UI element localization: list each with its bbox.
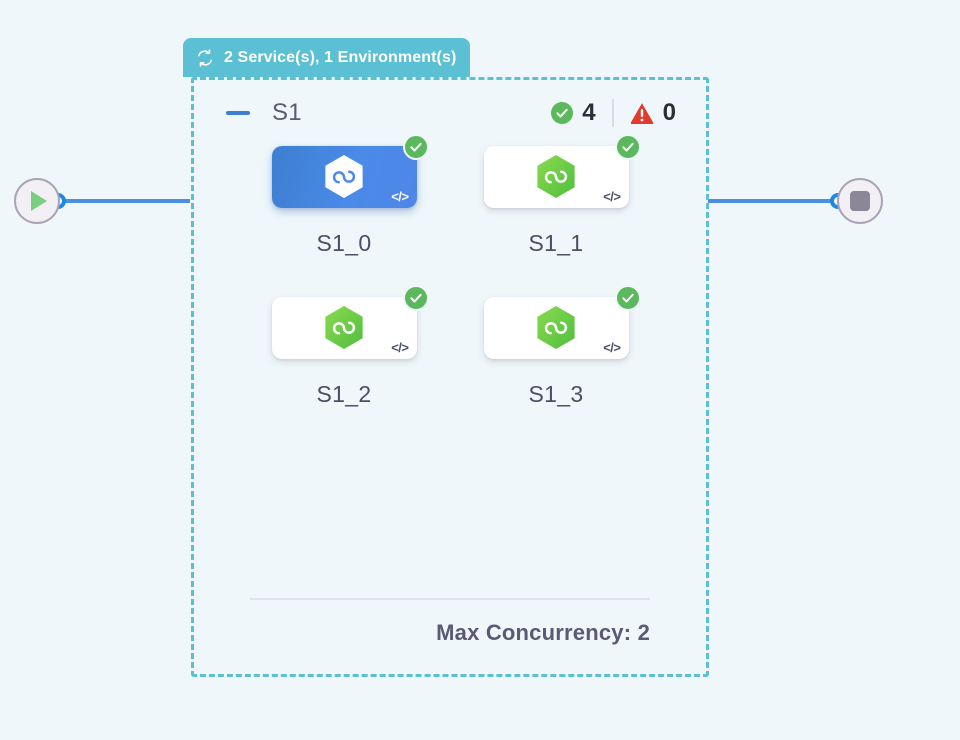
node-s1-3[interactable]: </> S1_3: [450, 285, 662, 408]
connector-line-end: [708, 199, 840, 203]
minus-icon[interactable]: [226, 111, 250, 115]
node-label: S1_2: [316, 381, 372, 407]
success-status: 4: [551, 99, 596, 127]
service-group-container: S1 4 0: [191, 77, 709, 677]
hexagon-loop-icon: [325, 306, 363, 349]
start-node[interactable]: [14, 178, 60, 224]
node-card[interactable]: </>: [483, 134, 641, 208]
group-title-row: S1 4 0: [194, 80, 706, 146]
node-grid: </> S1_0: [194, 134, 706, 408]
footer-divider: [250, 598, 650, 600]
node-s1-0[interactable]: </> S1_0: [238, 134, 450, 257]
node-label: S1_0: [316, 230, 372, 256]
warning-status: 0: [630, 99, 676, 127]
check-circle-icon: [402, 285, 429, 311]
warning-triangle-icon: [630, 103, 653, 124]
max-concurrency-label: Max Concurrency: 2: [436, 620, 650, 645]
success-count: 4: [582, 99, 596, 126]
check-circle-icon: [614, 134, 641, 160]
stop-icon: [850, 191, 870, 211]
check-circle-icon: [614, 285, 641, 311]
code-icon[interactable]: </>: [391, 189, 409, 204]
node-s1-1[interactable]: </> S1_1: [450, 134, 662, 257]
check-circle-icon: [402, 134, 429, 160]
code-icon[interactable]: </>: [391, 340, 409, 355]
node-card[interactable]: </>: [271, 285, 429, 359]
connector-line-start: [64, 199, 190, 203]
check-circle-icon: [551, 102, 574, 124]
code-icon[interactable]: </>: [603, 189, 621, 204]
group-header-tab[interactable]: 2 Service(s), 1 Environment(s): [183, 38, 471, 77]
warning-count: 0: [662, 99, 676, 126]
hexagon-loop-icon: [325, 155, 363, 198]
node-card[interactable]: </>: [483, 285, 641, 359]
hexagon-loop-icon: [537, 155, 575, 198]
node-label: S1_1: [528, 230, 584, 256]
status-summary: 4 0: [551, 99, 676, 127]
node-label: S1_3: [528, 381, 584, 407]
group-header-label: 2 Service(s), 1 Environment(s): [224, 48, 457, 66]
play-icon: [31, 191, 47, 211]
status-divider: [611, 99, 614, 127]
hexagon-loop-icon: [537, 306, 575, 349]
stop-node[interactable]: [837, 178, 883, 224]
group-footer: Max Concurrency: 2: [194, 598, 706, 646]
node-card[interactable]: </>: [271, 134, 429, 208]
code-icon[interactable]: </>: [603, 340, 621, 355]
node-s1-2[interactable]: </> S1_2: [238, 285, 450, 408]
loop-icon: [197, 48, 213, 67]
group-title: S1: [272, 99, 302, 126]
